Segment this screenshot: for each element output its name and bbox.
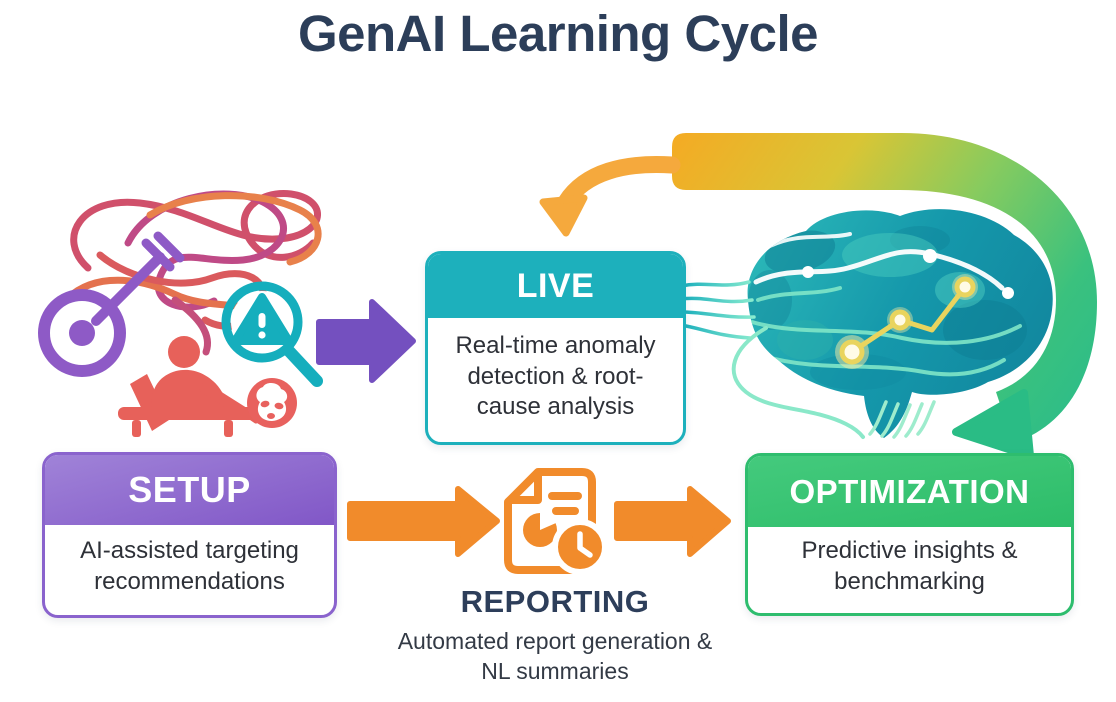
stage-box-live: LIVE Real-time anomaly detection & root-…: [425, 251, 686, 445]
stage-description-reporting: Automated report generation & NL summari…: [397, 628, 713, 685]
person-at-desk-icon: [118, 336, 264, 437]
page-title: GenAI Learning Cycle: [298, 5, 818, 62]
brain-circuit-icon: [747, 209, 1053, 439]
magnifier-warning-icon: [221, 281, 323, 387]
confused-face-icon: [247, 378, 297, 428]
arrow-to-reporting-icon: [347, 486, 500, 557]
stage-label-optimization: OPTIMIZATION: [789, 472, 1030, 510]
report-document-icon: [504, 468, 608, 575]
stage-box-setup: SETUP AI-assisted targeting recommendati…: [42, 452, 337, 618]
stage-description-live: Real-time anomaly detection & root-cause…: [455, 331, 656, 421]
stage-description-optimization: Predictive insights & benchmarking: [801, 537, 1018, 595]
neural-wires: [679, 280, 865, 439]
stage-header-setup: SETUP: [45, 455, 334, 525]
arrow-to-optimization-icon: [614, 486, 731, 557]
stage-box-optimization: OPTIMIZATION Predictive insights & bench…: [745, 453, 1074, 616]
stage-header-live: LIVE: [428, 254, 683, 318]
target-dart-icon: [38, 231, 185, 377]
stage-label-setup: SETUP: [128, 469, 251, 510]
stage-reporting: REPORTING Automated report generation & …: [360, 584, 750, 687]
stage-label-reporting: REPORTING: [460, 584, 650, 619]
cycle-return-arrow-icon: [672, 133, 1097, 460]
arrow-setup-to-live-icon: [316, 299, 416, 383]
stage-description-setup: AI-assisted targeting recommendations: [80, 537, 299, 595]
feedback-down-arrow-icon: [539, 156, 681, 237]
stage-header-optimization: OPTIMIZATION: [748, 456, 1071, 527]
tangled-threads-icon: [64, 190, 322, 356]
stage-label-live: LIVE: [516, 266, 595, 305]
